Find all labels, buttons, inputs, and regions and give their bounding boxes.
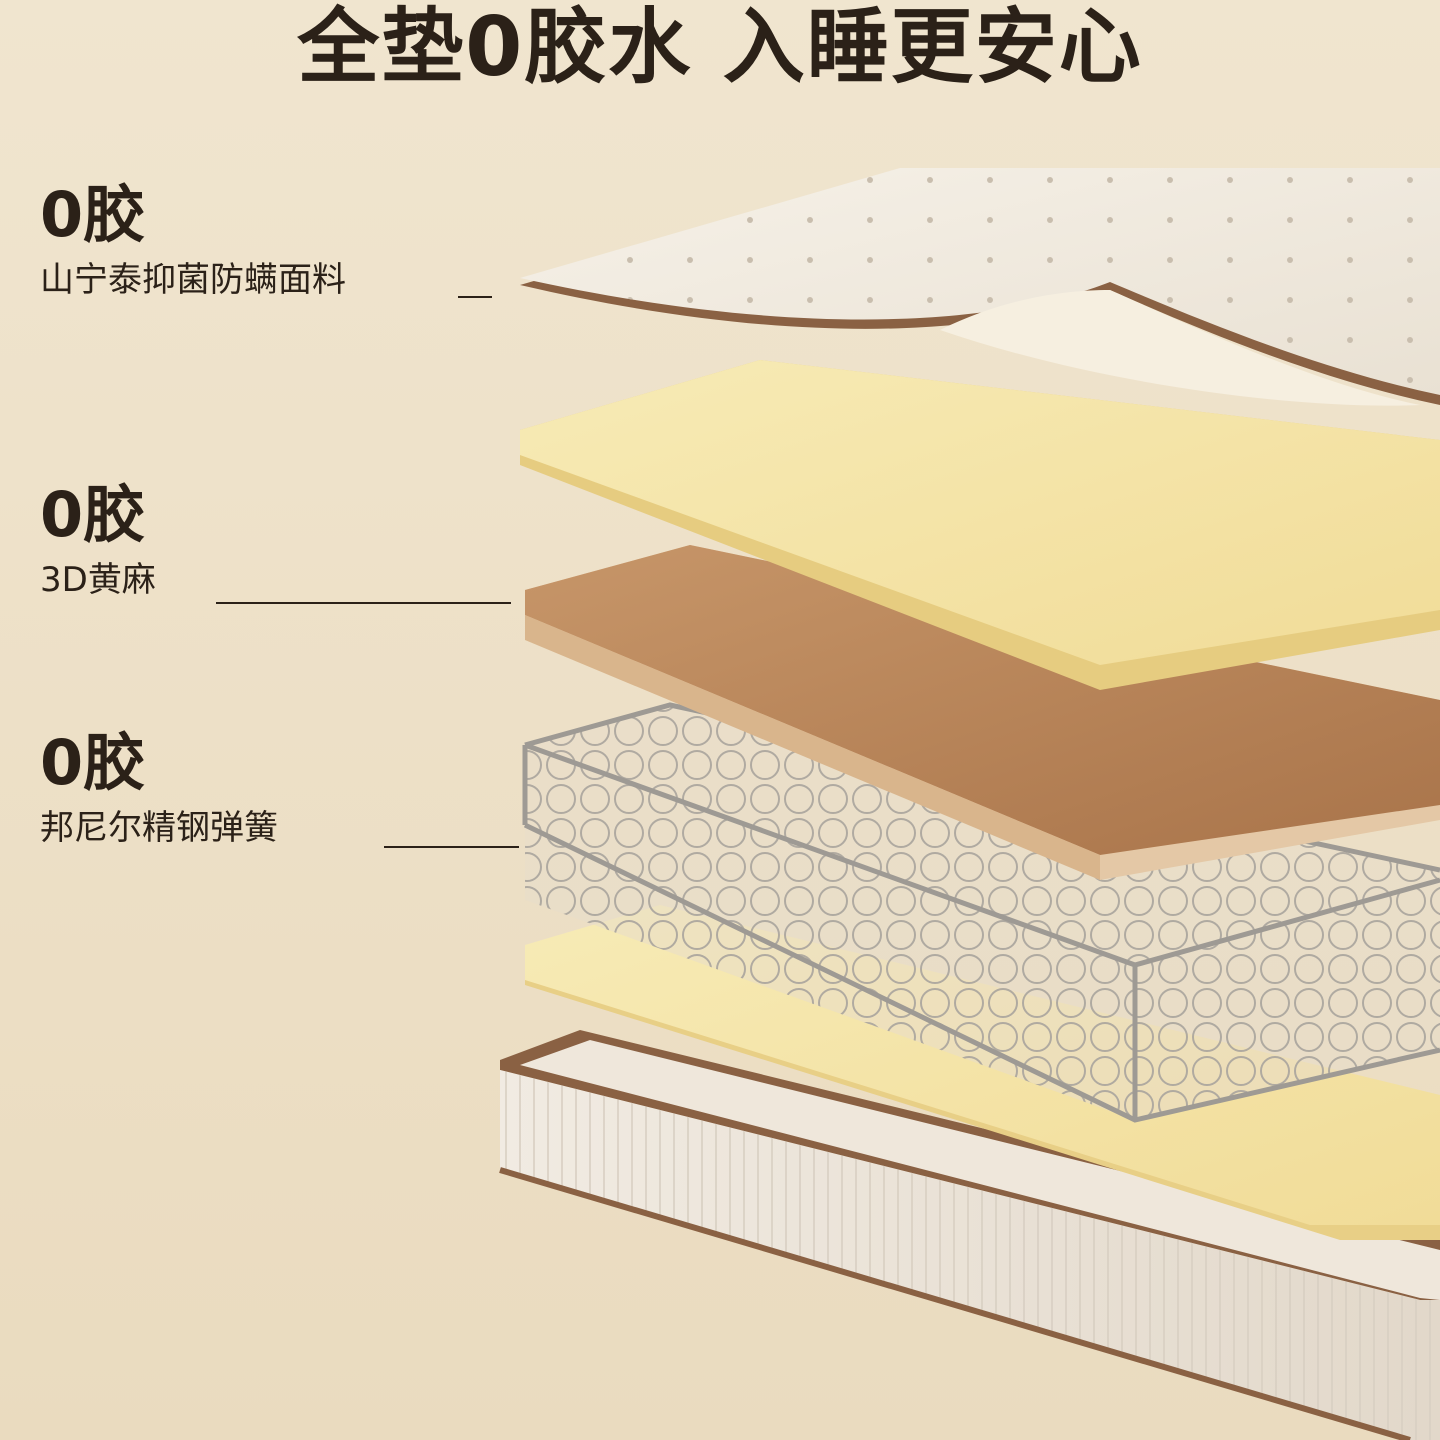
jute-layer (525, 545, 1440, 880)
callout-label: 3D黄麻 (40, 560, 156, 600)
fabric-top-layer (520, 168, 1440, 406)
headline: 全垫0胶水 入睡更安心 (297, 0, 1143, 95)
callout-label: 山宁泰抑菌防螨面料 (40, 260, 346, 300)
callout-badge: 0胶 (40, 178, 146, 251)
leader-line-jute (216, 602, 511, 604)
latex-layer-upper (520, 360, 1440, 690)
callout-jute: 0胶 3D黄麻 (40, 478, 156, 601)
callout-badge: 0胶 (40, 478, 146, 551)
callout-springs: 0胶 邦尼尔精钢弹簧 (40, 726, 278, 849)
base-mattress (499, 1030, 1440, 1440)
callout-badge: 0胶 (40, 726, 146, 799)
callout-label: 邦尼尔精钢弹簧 (40, 808, 278, 848)
leader-line-springs (384, 846, 519, 848)
callout-fabric: 0胶 山宁泰抑菌防螨面料 (40, 178, 346, 301)
leader-line-fabric (458, 296, 492, 298)
